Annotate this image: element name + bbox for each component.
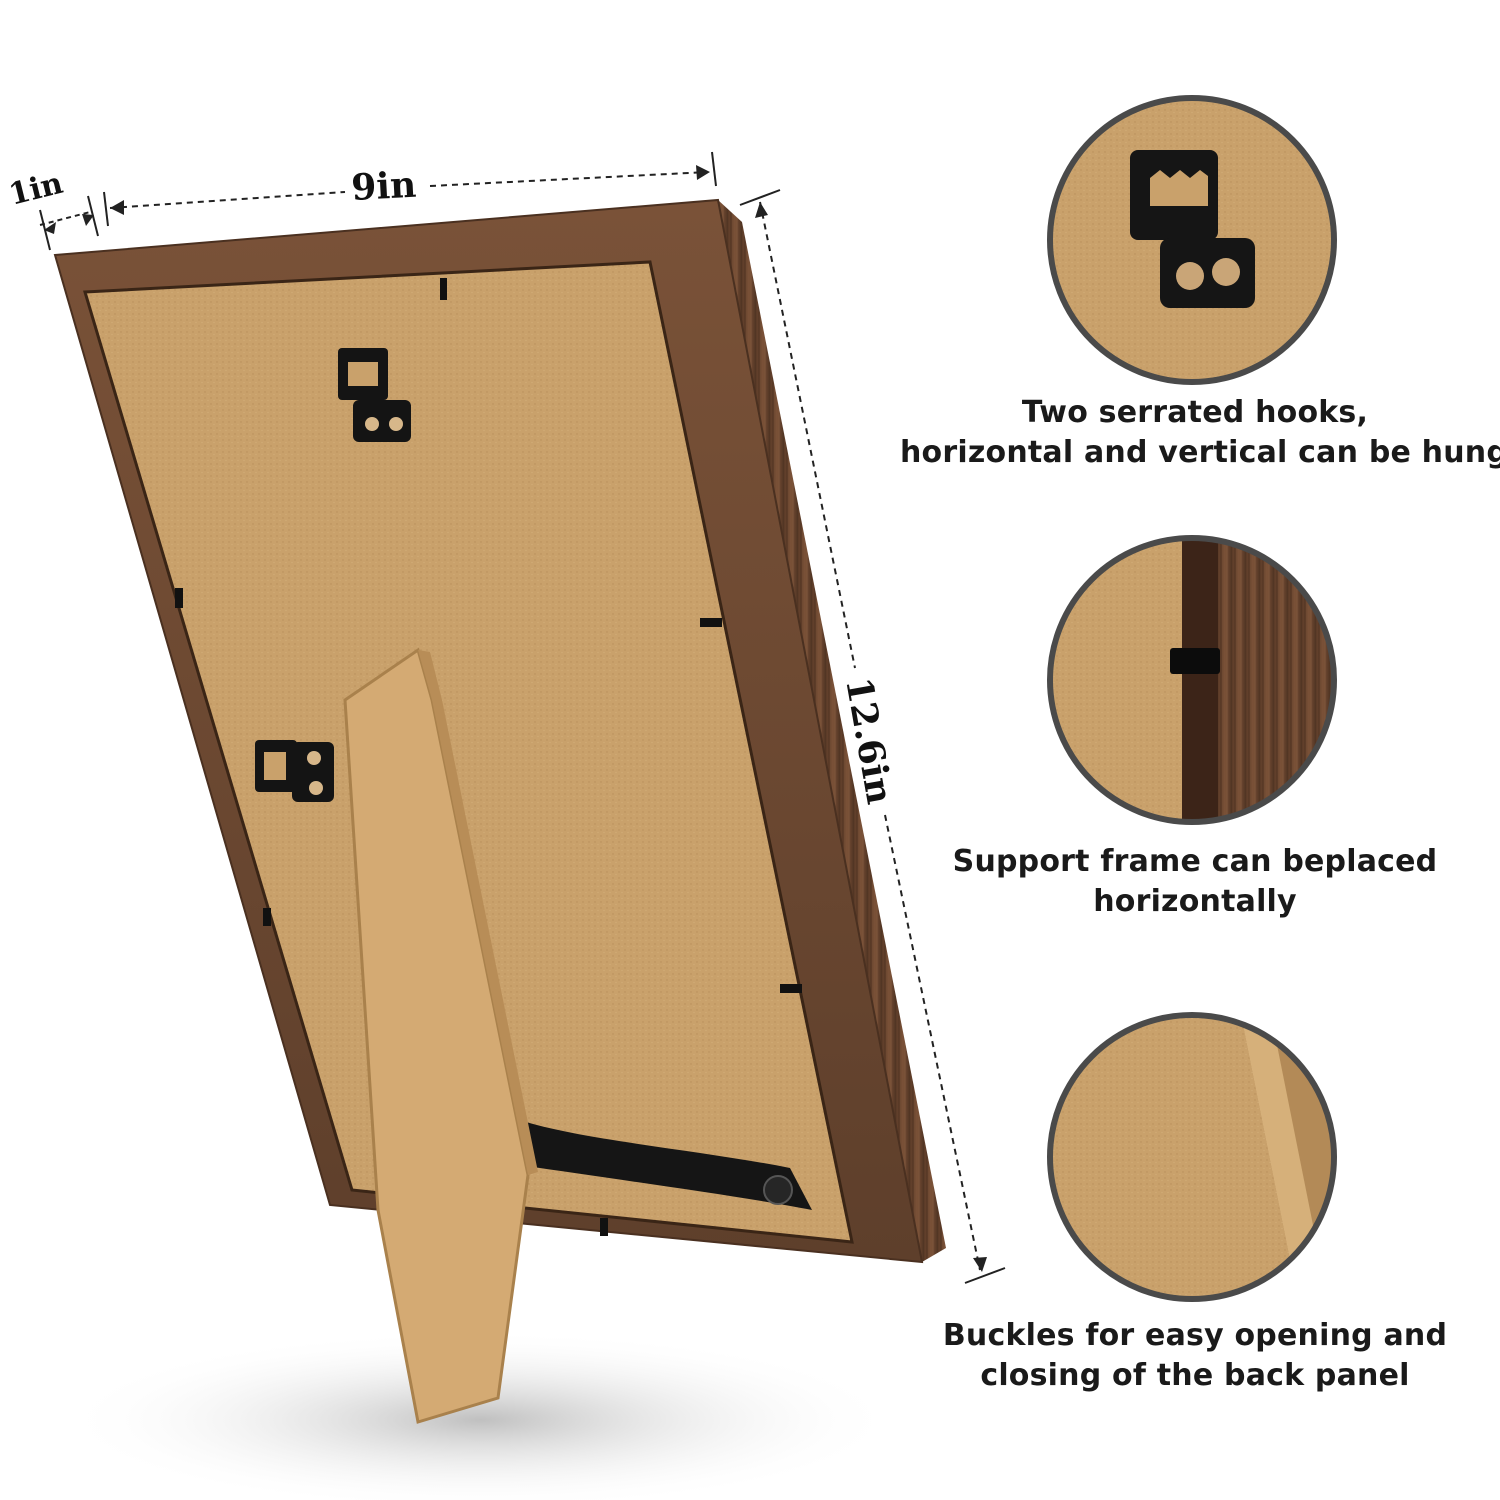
clip-detail-circle [1047, 535, 1337, 825]
retainer-clip [780, 984, 802, 993]
retainer-clip [600, 1218, 608, 1236]
ribbon-strap [520, 1120, 812, 1210]
retainer-clip [440, 278, 447, 300]
retainer-clip [263, 908, 271, 926]
clip-caption-line-1: Support frame can beplaced [952, 844, 1438, 879]
clip-caption-line-2: horizontally [1093, 884, 1297, 919]
ribbon-rivet [763, 1175, 793, 1205]
width-label: 9in [350, 164, 417, 209]
depth-dimension [39, 195, 99, 251]
retainer-clip-zoom [1170, 648, 1220, 674]
easel-edge [418, 650, 538, 1175]
hook-detail-circle [1047, 95, 1337, 385]
depth-label: 1in [5, 166, 66, 213]
buckle-caption-line-2: closing of the back panel [980, 1358, 1410, 1393]
clip-caption: Support frame can beplaced horizontally [900, 842, 1490, 922]
retainer-clip [175, 588, 183, 608]
sawtooth-hook-top [338, 348, 411, 442]
height-dimension [739, 189, 1006, 1284]
buckle-caption-line-1: Buckles for easy opening and [942, 1318, 1448, 1353]
sawtooth-hook-zoom [1130, 150, 1255, 308]
floor-shadow [60, 1330, 900, 1500]
hook-caption-line-1: Two serrated hooks, [1021, 395, 1369, 430]
hook-caption: Two serrated hooks, horizontal and verti… [900, 393, 1500, 473]
buckle-caption: Buckles for easy opening and closing of … [900, 1316, 1490, 1396]
hook-caption-line-2: horizontal and vertical can be hung [900, 435, 1500, 470]
width-dimension [103, 151, 717, 227]
buckle-detail-circle [1047, 1012, 1337, 1302]
backing-board [83, 260, 854, 1244]
sawtooth-hook-side [255, 740, 334, 802]
retainer-clip [700, 618, 722, 627]
